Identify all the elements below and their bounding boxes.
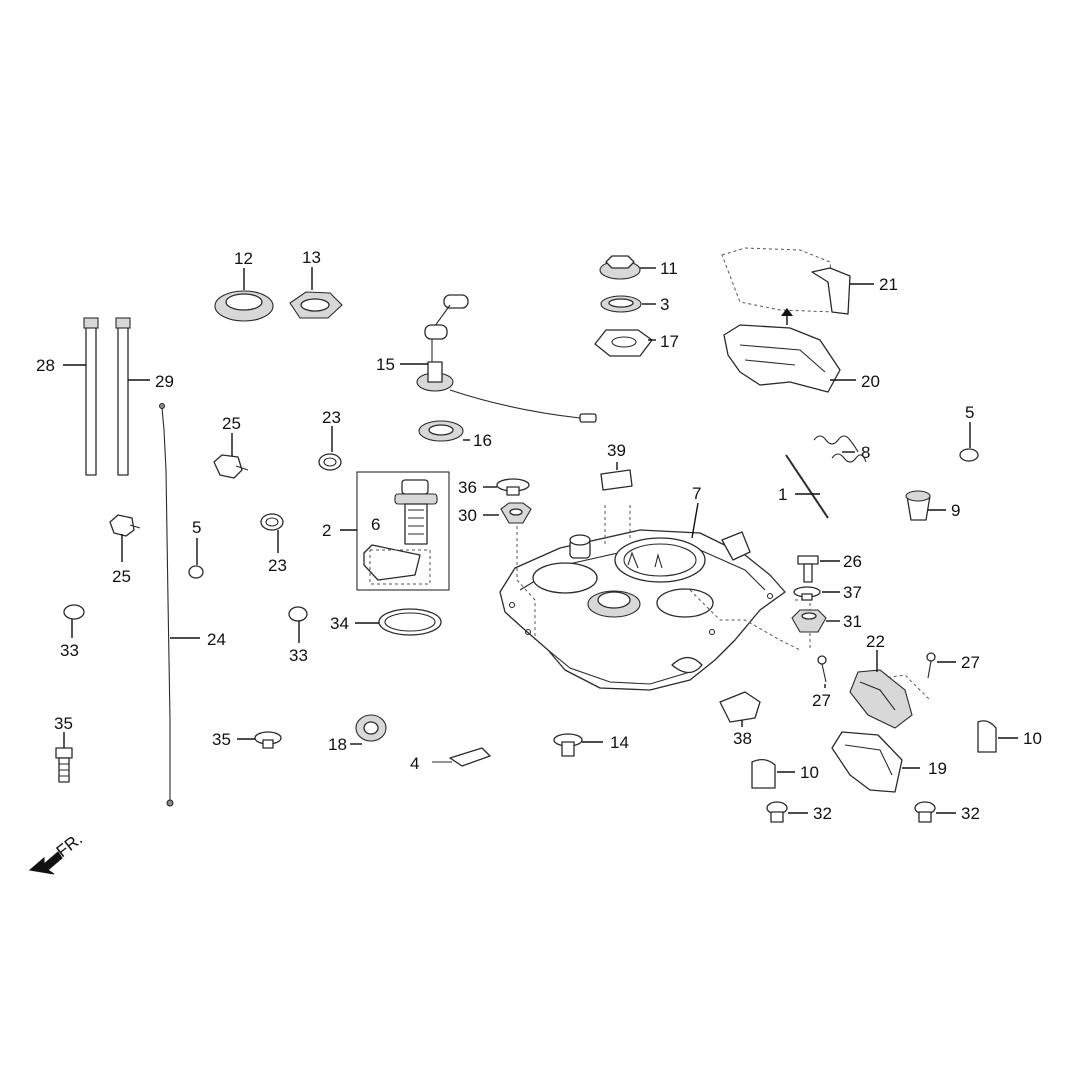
canister-22 (849, 669, 913, 729)
bolt-35-left (55, 747, 73, 783)
o-ring-34 (378, 608, 442, 636)
clip-4 (432, 747, 491, 767)
callout-9: 9 (951, 501, 960, 520)
clip-32-right (914, 801, 936, 823)
screw-27-right (926, 652, 936, 679)
seal-3 (600, 295, 642, 313)
pad-39 (600, 469, 633, 491)
tube-28 (83, 317, 99, 476)
callout-33-center: 33 (289, 646, 308, 665)
tube-29 (115, 317, 131, 476)
screw-27-left (817, 655, 827, 683)
callout-32-right: 32 (961, 804, 980, 823)
callout-28: 28 (36, 356, 55, 375)
callout-31: 31 (843, 612, 862, 631)
fuel-cap-11 (599, 255, 641, 280)
gasket-16 (418, 420, 464, 442)
clamp-25-upper (213, 454, 249, 479)
nut-30 (500, 502, 532, 524)
callout-3: 3 (660, 295, 669, 314)
spring-clip-33-left (63, 604, 85, 620)
bolt-14 (553, 733, 583, 757)
rod-1 (785, 454, 829, 519)
callout-29: 29 (155, 372, 174, 391)
spring-clip-33-center (288, 606, 308, 622)
callout-15: 15 (376, 355, 395, 374)
pad-38 (719, 691, 761, 723)
grommet-36 (496, 478, 530, 496)
callout-32-left: 32 (813, 804, 832, 823)
gasket-13 (289, 291, 343, 319)
callout-21: 21 (879, 275, 898, 294)
callout-20: 20 (861, 372, 880, 391)
callout-6: 6 (371, 515, 380, 534)
callout-8: 8 (861, 443, 870, 462)
callout-35-left: 35 (54, 714, 73, 733)
callout-4: 4 (410, 754, 419, 773)
callout-30: 30 (458, 506, 477, 525)
callout-22: 22 (866, 632, 885, 651)
fuel-pump-assembly-box (356, 471, 450, 591)
callout-39: 39 (607, 441, 626, 460)
spring-8 (813, 435, 867, 463)
callout-24: 24 (207, 630, 226, 649)
spring-clip-5-right (959, 448, 979, 462)
bracket-19 (831, 731, 903, 793)
front-direction-arrow-icon (28, 851, 63, 875)
fuel-pump (363, 479, 438, 585)
callout-19: 19 (928, 759, 947, 778)
callout-25-upper: 25 (222, 414, 241, 433)
callout-13: 13 (302, 248, 321, 267)
bolt-35-center (254, 731, 282, 749)
nut-31 (791, 609, 827, 633)
callout-5-right: 5 (965, 403, 974, 422)
callout-23-lower: 23 (268, 556, 287, 575)
fuel-sender-15 (416, 294, 597, 423)
callout-38: 38 (733, 729, 752, 748)
ring-12 (214, 290, 274, 322)
bracket-20 (723, 324, 841, 393)
callout-34: 34 (330, 614, 349, 633)
callout-37: 37 (843, 583, 862, 602)
grommet-18 (355, 714, 387, 742)
plate-10-center (751, 758, 776, 789)
callout-7: 7 (692, 484, 701, 503)
callout-17: 17 (660, 332, 679, 351)
callout-26: 26 (843, 552, 862, 571)
callout-14: 14 (610, 733, 629, 752)
callout-1: 1 (778, 485, 787, 504)
callout-labels: 1 2 3 4 5 5 6 7 8 9 10 10 11 12 13 14 15… (36, 248, 1042, 823)
callout-35-center: 35 (212, 730, 231, 749)
callout-33-left: 33 (60, 641, 79, 660)
callout-10-right: 10 (1023, 729, 1042, 748)
callout-23-upper: 23 (322, 408, 341, 427)
fuel-tank (499, 529, 786, 691)
callout-27-left: 27 (812, 691, 831, 710)
callout-10-center: 10 (800, 763, 819, 782)
spring-clip-5-left (188, 565, 204, 579)
bracket-17 (594, 329, 653, 357)
washer-37 (793, 586, 821, 601)
clamp-25-lower (109, 514, 141, 537)
callout-11: 11 (660, 259, 678, 278)
callout-18: 18 (328, 735, 347, 754)
callout-25-lower: 25 (112, 567, 131, 586)
callout-27-right: 27 (961, 653, 980, 672)
spring-clip-23-upper (318, 453, 342, 471)
spring-clip-23-lower (260, 513, 284, 531)
callout-5-left: 5 (192, 518, 201, 537)
rubber-mount-9 (905, 490, 931, 521)
callout-16: 16 (473, 431, 492, 450)
cover-21 (721, 247, 851, 315)
bolt-26 (797, 555, 819, 583)
cable-24 (159, 403, 174, 807)
clip-32-left (766, 801, 788, 823)
callout-2: 2 (322, 521, 331, 540)
callout-36: 36 (458, 478, 477, 497)
callout-12: 12 (234, 249, 253, 268)
plate-10-right (977, 720, 997, 753)
